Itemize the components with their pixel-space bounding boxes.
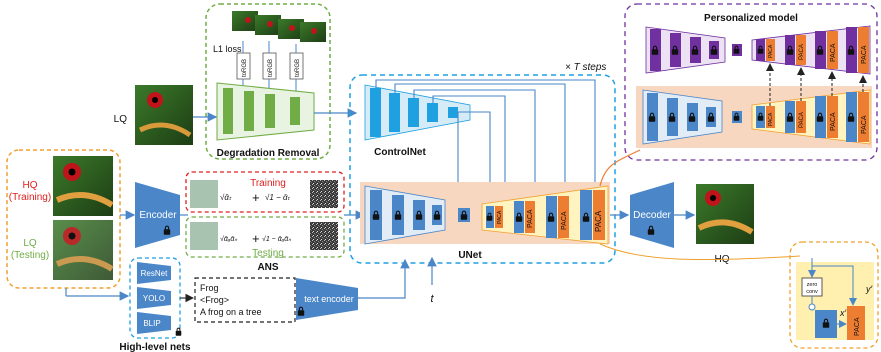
degradation-removal-box	[205, 3, 331, 160]
torgb-label-1: toRGB	[242, 59, 248, 77]
ans-title: ANS	[257, 262, 278, 273]
resnet-label: ResNet	[141, 269, 168, 278]
personalized-encoder-shape	[645, 26, 726, 74]
highlevel-resnet-block: ResNet	[137, 262, 171, 284]
ans-training-plus: +	[252, 190, 260, 205]
decoder-label: Decoder	[633, 210, 671, 221]
caption-line-3: A frog on a tree	[200, 307, 262, 317]
copy-decoder-shape	[751, 89, 871, 145]
zero-conv-label-1: zero	[807, 282, 818, 288]
copy-paca-label-3: PACA	[830, 112, 837, 131]
personalized-paca-label-2: PACA	[799, 44, 805, 60]
yolo-label: YOLO	[143, 294, 165, 303]
ans-training-box	[185, 171, 345, 213]
highlevel-blip-block: BLIP	[137, 312, 171, 334]
decoder-block	[630, 182, 674, 248]
highlevel-yolo-block: YOLO	[137, 287, 171, 309]
paca-label-2: PACA	[527, 209, 534, 228]
degradation-net-layers	[223, 88, 300, 134]
ans-testing-coef-left: √ᾱₐᾱₙ	[220, 235, 237, 243]
text-encoder-block	[296, 278, 358, 320]
blip-lock-icon	[175, 327, 182, 336]
paca-label-3: PACA	[561, 211, 568, 230]
torgb-label-3: toRGB	[295, 59, 301, 77]
lq-input-label: LQ	[114, 114, 128, 125]
text-encoder-label: text encoder	[304, 294, 354, 304]
zero-conv-label-2: conv	[806, 289, 818, 295]
blip-label: BLIP	[143, 319, 160, 328]
detail-top-arrow	[811, 258, 857, 306]
unet-label: UNet	[458, 250, 482, 261]
controlnet-skip-arrows	[375, 79, 600, 207]
controlnet-encoder	[364, 84, 471, 141]
lq-image	[53, 220, 114, 280]
encoder-label: Encoder	[139, 210, 177, 221]
detail-link-curve	[599, 243, 801, 261]
steps-region-box	[349, 74, 616, 264]
timestep-label: t	[430, 293, 434, 305]
lq-testing-label: LQ	[23, 238, 37, 249]
degradation-removal-title: Degradation Removal	[217, 148, 320, 159]
high-level-nets-title: High-level nets	[119, 342, 191, 352]
l1-loss-label: L1 loss	[213, 44, 242, 54]
captions-box	[194, 277, 296, 323]
x-prime-label: x′	[839, 308, 847, 318]
hq-training-sub: (Training)	[9, 192, 51, 203]
paca-transfer-dashed-arrows	[766, 63, 867, 106]
hq-output-image	[696, 184, 754, 244]
controlnet-label: ControlNet	[374, 147, 426, 158]
ans-testing-plus: +	[252, 231, 260, 246]
ans-testing-label: Testing	[252, 248, 284, 259]
detail-paca-block	[847, 306, 865, 340]
ans-testing-noise	[310, 222, 338, 250]
y-prime-label: y′	[865, 284, 873, 294]
paca-detail-box	[789, 241, 879, 349]
text-encoder-to-unet-arrow	[358, 258, 410, 299]
steps-label: × T steps	[565, 62, 606, 73]
torgb-label-2: toRGB	[268, 59, 274, 77]
ans-testing-box	[185, 216, 345, 258]
personalized-paca-label-3: PACA	[830, 43, 837, 62]
caption-line-2: <Frog>	[200, 295, 229, 305]
hq-training-label: HQ	[23, 180, 38, 191]
unet-decoder-shape	[481, 185, 609, 245]
ans-training-coef-right: √1 − ᾱₜ	[265, 193, 291, 202]
lq-testing-sub: (Testing)	[11, 250, 49, 261]
caption-line-1: Frog	[200, 283, 219, 293]
input-images-box	[6, 149, 121, 289]
copy-paca-label-2: PACA	[799, 112, 805, 128]
paca-label-1: PACA	[497, 210, 503, 224]
ans-training-coef-left: √ᾱₜ	[220, 193, 232, 202]
copy-paca-label-1: PACA	[768, 112, 774, 126]
detail-paca-label: PACA	[854, 317, 861, 336]
unet-to-personalized-link	[599, 149, 641, 187]
paca-label-4: PACA	[594, 210, 603, 232]
hq-image	[53, 156, 114, 216]
ans-testing-latent	[190, 222, 218, 250]
ans-training-noise	[310, 180, 338, 208]
lq-input-image	[135, 85, 193, 145]
multiscale-output-images	[232, 11, 326, 42]
ans-training-latent	[190, 180, 218, 208]
sum-node-icon	[808, 303, 816, 311]
copy-paca-label-4: PACA	[861, 115, 868, 134]
torgb-blocks: toRGB toRGB toRGB	[236, 41, 304, 95]
ans-testing-coef-right: √1 − ᾱₐᾱₙ	[262, 235, 291, 243]
ans-training-label: Training	[250, 178, 286, 189]
personalized-model-title: Personalized model	[704, 13, 798, 24]
copy-encoder-shape	[642, 89, 723, 145]
personalized-decoder-shape	[751, 25, 871, 75]
personalized-paca-label-4: PACA	[861, 45, 868, 64]
personalized-paca-label-1: PACA	[768, 44, 774, 58]
